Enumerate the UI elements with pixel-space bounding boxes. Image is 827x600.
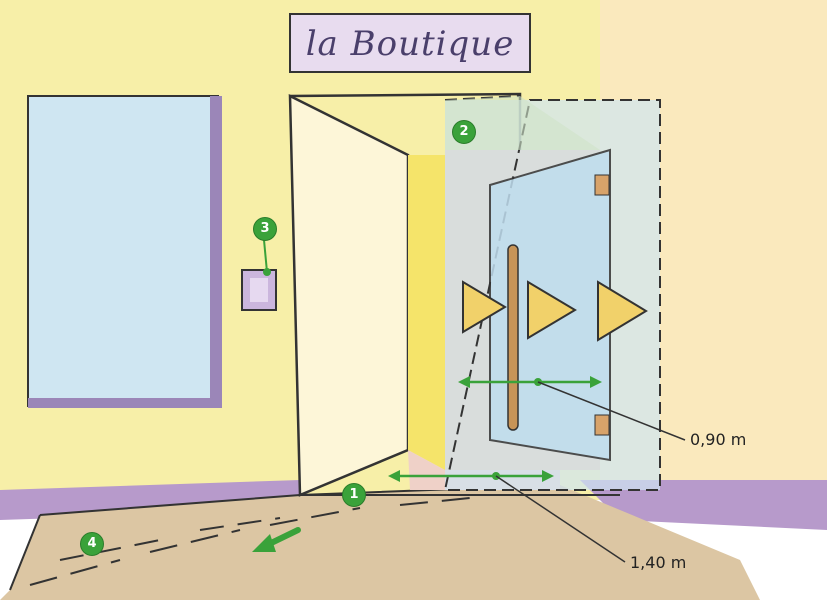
callout-badge-1: 1	[342, 483, 366, 507]
shop-window-sill	[28, 398, 222, 408]
callout-badge-3: 3	[253, 217, 277, 241]
door-width-arrow-right	[590, 376, 602, 388]
triangle-marker-1	[462, 280, 507, 334]
entry-width-label: 1,40 m	[630, 553, 687, 572]
baseboard-right	[580, 480, 827, 530]
shop-window	[27, 95, 219, 407]
door-handle-bar	[507, 244, 519, 431]
sign-text: la Boutique	[305, 24, 515, 64]
door-width-label: 0,90 m	[690, 430, 747, 449]
door-width-leader	[537, 381, 686, 441]
triangle-marker-3	[597, 280, 648, 342]
open-door-leaf	[288, 93, 410, 497]
triangle-marker-2	[527, 280, 577, 340]
shop-window-frame	[210, 96, 222, 406]
ramp-dashes-lower	[29, 496, 481, 586]
entry-width-arrow-right	[542, 470, 554, 482]
doorbell-dot	[263, 268, 271, 276]
doorbell-leader	[263, 239, 268, 273]
ramp-dashes-upper	[59, 517, 281, 561]
door-width-arrow-left	[458, 376, 470, 388]
callout-badge-4: 4	[80, 532, 104, 556]
entry-width-leader	[495, 475, 626, 563]
sign-board	[289, 13, 531, 73]
callout-badge-2: 2	[452, 120, 476, 144]
door-hinge-bottom	[594, 414, 610, 436]
direction-arrow-head	[252, 534, 276, 552]
entry-width-arrow-left	[388, 470, 400, 482]
doorbell-box	[241, 269, 277, 311]
interior-yellow-wall	[408, 155, 445, 470]
ramp-floor	[0, 485, 760, 600]
glass-door-top	[445, 96, 600, 150]
doorbell-plate	[250, 278, 268, 302]
door-hinge-top	[594, 174, 610, 196]
